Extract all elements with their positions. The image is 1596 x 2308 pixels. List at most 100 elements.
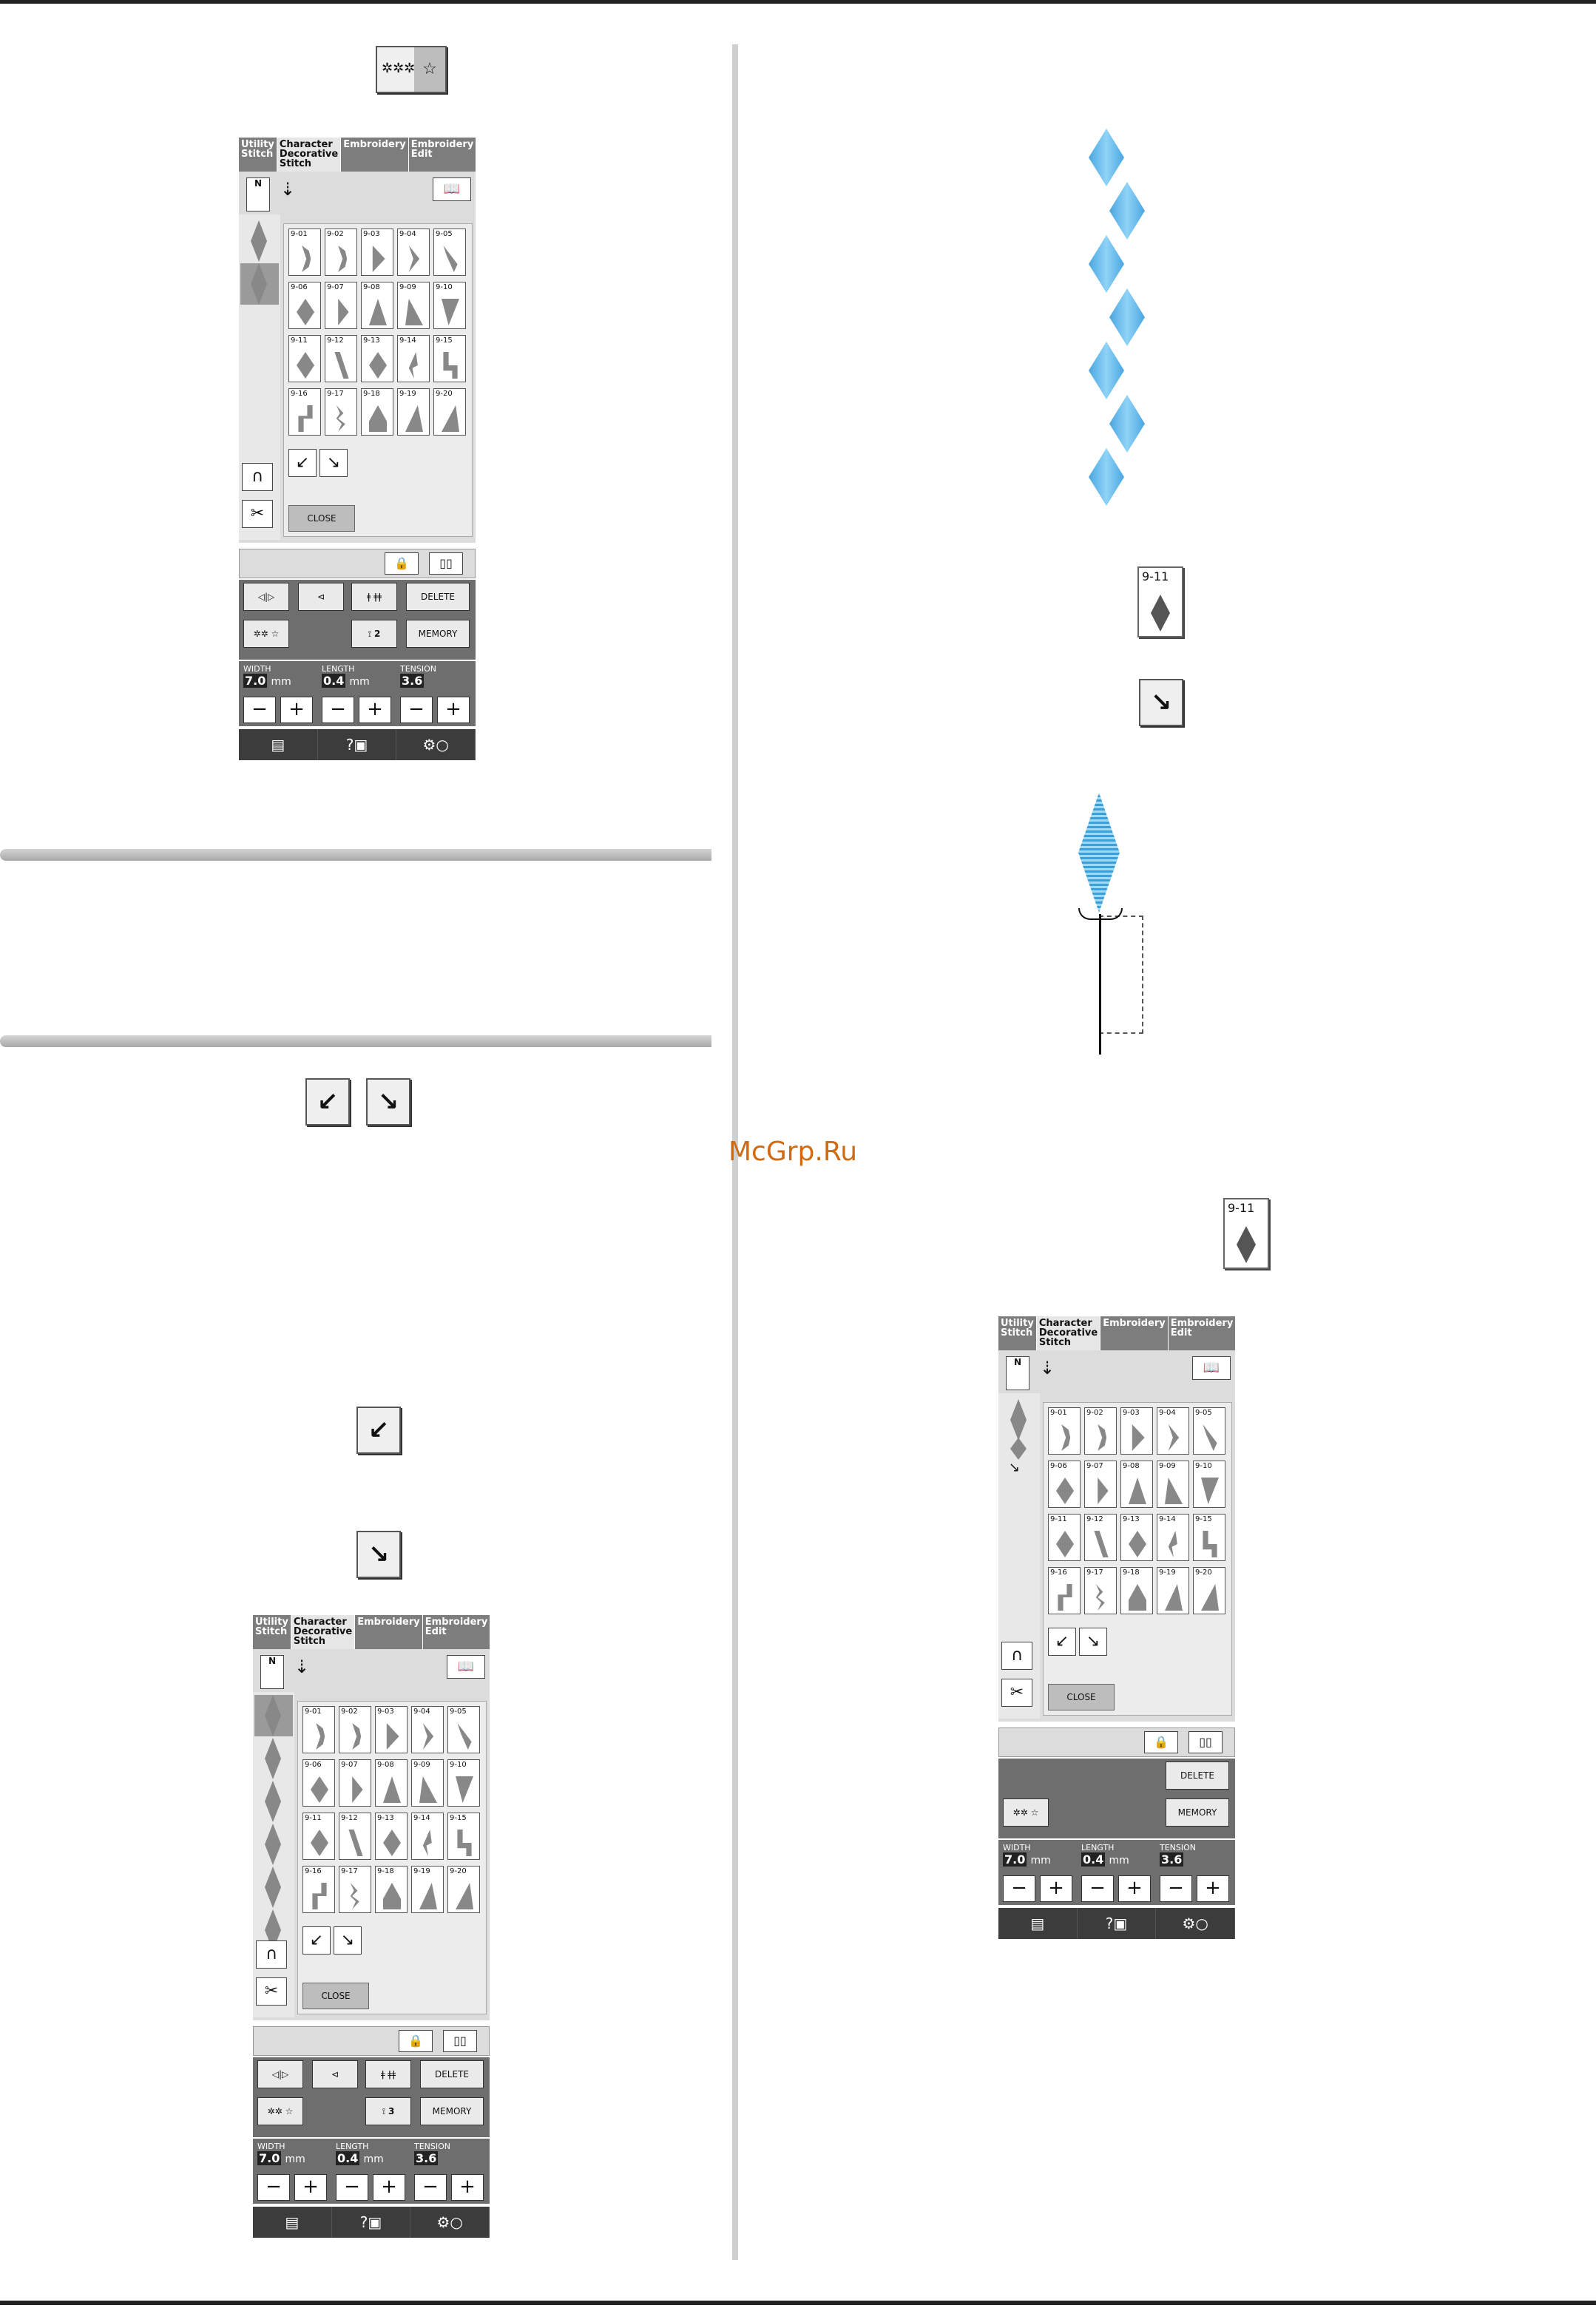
length-minus-button[interactable]: −	[336, 2174, 368, 2201]
stitch-cell-9-09[interactable]: 9-09	[411, 1759, 444, 1807]
close-button[interactable]: CLOSE	[302, 1983, 369, 2009]
stitch-cell-9-09[interactable]: 9-09	[1157, 1461, 1189, 1508]
stitch-cell-9-11[interactable]: 9-11	[1048, 1514, 1081, 1561]
stitch-cell-9-02[interactable]: 9-02	[325, 229, 357, 276]
stitch-cell-9-07[interactable]: 9-07	[1084, 1461, 1117, 1508]
stitch-cell-9-12[interactable]: 9-12	[325, 335, 357, 382]
repeat-button[interactable]: ⟟ 3	[365, 2097, 411, 2125]
manual-button[interactable]: 📖	[447, 1655, 485, 1679]
next-arrow-button[interactable]: ↘	[366, 1078, 410, 1126]
tension-minus-button[interactable]: −	[1160, 1875, 1192, 1902]
lock-button[interactable]: 🔒	[385, 552, 419, 575]
length-plus-button[interactable]: +	[1118, 1875, 1151, 1902]
next-page-button[interactable]: ↘	[319, 449, 348, 477]
thread-cutter-button[interactable]: ✂	[242, 500, 273, 528]
needle-mode-button[interactable]: ǂ ǂǂ	[365, 2060, 411, 2088]
stitch-cell-9-05[interactable]: 9-05	[433, 229, 466, 276]
stitch-cell-9-19[interactable]: 9-19	[411, 1866, 444, 1913]
memory-button[interactable]: MEMORY	[1166, 1798, 1229, 1827]
stitch-cell-9-04[interactable]: 9-04	[411, 1706, 444, 1753]
stitch-cell-9-14[interactable]: 9-14	[1157, 1514, 1189, 1561]
stitch-cell-9-01[interactable]: 9-01	[302, 1706, 335, 1753]
memory-button[interactable]: MEMORY	[420, 2097, 484, 2125]
manual-button[interactable]: 📖	[433, 177, 471, 201]
stitch-cell-9-11[interactable]: 9-11	[302, 1813, 335, 1860]
stitch-cell-9-19[interactable]: 9-19	[1157, 1567, 1189, 1614]
stitch-cell-9-14[interactable]: 9-14	[411, 1813, 444, 1860]
stitch-cell-9-02[interactable]: 9-02	[1084, 1407, 1117, 1455]
stitch-cell-9-05[interactable]: 9-05	[1193, 1407, 1225, 1455]
page-icon[interactable]: ▤	[253, 2207, 332, 2238]
prev-page-button[interactable]: ↙	[302, 1926, 331, 1955]
stitch-cell-9-13[interactable]: 9-13	[361, 335, 393, 382]
reverse-button[interactable]: ∩	[1001, 1642, 1032, 1670]
lock-button[interactable]: 🔒	[399, 2030, 433, 2052]
settings-icon[interactable]: ⚙○	[1156, 1908, 1236, 1939]
book-button[interactable]: ▯▯	[429, 552, 463, 575]
stitch-cell-9-01[interactable]: 9-01	[1048, 1407, 1081, 1455]
pattern-9-11-key[interactable]: 9-11	[1137, 566, 1183, 637]
width-minus-button[interactable]: −	[243, 697, 276, 723]
mirror-vertical-button[interactable]: ⊲	[312, 2060, 358, 2088]
stitch-cell-9-16[interactable]: 9-16	[1048, 1567, 1081, 1614]
width-plus-button[interactable]: +	[280, 697, 313, 723]
mirror-button[interactable]: ◁|▷	[257, 2060, 303, 2088]
width-plus-button[interactable]: +	[1040, 1875, 1072, 1902]
help-icon[interactable]: ?▣	[317, 729, 397, 760]
tension-minus-button[interactable]: −	[400, 697, 433, 723]
width-plus-button[interactable]: +	[294, 2174, 327, 2201]
tab-embroidery-edit[interactable]: Embroidery Edit	[422, 1615, 491, 1649]
next-page-button[interactable]: ↘	[1079, 1628, 1107, 1656]
length-minus-button[interactable]: −	[1081, 1875, 1114, 1902]
twin-pattern-button-small[interactable]: ✲✲ ☆	[243, 620, 289, 648]
stitch-cell-9-06[interactable]: 9-06	[302, 1759, 335, 1807]
stitch-cell-9-03[interactable]: 9-03	[375, 1706, 408, 1753]
stitch-cell-9-03[interactable]: 9-03	[361, 229, 393, 276]
stitch-cell-9-07[interactable]: 9-07	[339, 1759, 371, 1807]
book-button[interactable]: ▯▯	[1188, 1731, 1223, 1753]
pattern-9-11-key[interactable]: 9-11	[1223, 1198, 1269, 1269]
help-icon[interactable]: ?▣	[1077, 1908, 1157, 1939]
stitch-cell-9-15[interactable]: 9-15	[1193, 1514, 1225, 1561]
stitch-cell-9-08[interactable]: 9-08	[361, 282, 393, 329]
close-button[interactable]: CLOSE	[1048, 1684, 1115, 1710]
tab-character-decorative-stitch[interactable]: Character Decorative Stitch	[1036, 1316, 1101, 1350]
tab-embroidery[interactable]: Embroidery	[341, 138, 409, 172]
stitch-cell-9-18[interactable]: 9-18	[1120, 1567, 1153, 1614]
stitch-cell-9-18[interactable]: 9-18	[375, 1866, 408, 1913]
stitch-cell-9-16[interactable]: 9-16	[302, 1866, 335, 1913]
twin-pattern-button-small[interactable]: ✲✲ ☆	[1003, 1798, 1049, 1827]
stitch-cell-9-05[interactable]: 9-05	[447, 1706, 480, 1753]
settings-icon[interactable]: ⚙○	[396, 729, 476, 760]
tab-utility-stitch[interactable]: Utility Stitch	[239, 138, 277, 172]
stitch-cell-9-06[interactable]: 9-06	[1048, 1461, 1081, 1508]
stitch-cell-9-17[interactable]: 9-17	[339, 1866, 371, 1913]
thread-cutter-button[interactable]: ✂	[256, 1977, 287, 2006]
tab-embroidery-edit[interactable]: Embroidery Edit	[408, 138, 477, 172]
memory-button[interactable]: MEMORY	[406, 620, 470, 648]
needle-mode-button[interactable]: ǂ ǂǂ	[351, 583, 397, 611]
mirror-button[interactable]: ◁|▷	[243, 583, 289, 611]
tab-embroidery[interactable]: Embroidery	[355, 1615, 423, 1649]
page-icon[interactable]: ▤	[998, 1908, 1078, 1939]
prev-page-button[interactable]: ↙	[1048, 1628, 1076, 1656]
lock-button[interactable]: 🔒	[1144, 1731, 1178, 1753]
delete-button[interactable]: DELETE	[406, 583, 470, 611]
stitch-cell-9-13[interactable]: 9-13	[1120, 1514, 1153, 1561]
stitch-cell-9-20[interactable]: 9-20	[1193, 1567, 1225, 1614]
stitch-cell-9-18[interactable]: 9-18	[361, 388, 393, 436]
stitch-cell-9-03[interactable]: 9-03	[1120, 1407, 1153, 1455]
reverse-button[interactable]: ∩	[242, 463, 273, 491]
delete-button[interactable]: DELETE	[1166, 1762, 1229, 1790]
stitch-cell-9-19[interactable]: 9-19	[397, 388, 430, 436]
settings-icon[interactable]: ⚙○	[410, 2207, 490, 2238]
close-button[interactable]: CLOSE	[288, 505, 355, 532]
stitch-cell-9-08[interactable]: 9-08	[375, 1759, 408, 1807]
book-button[interactable]: ▯▯	[443, 2030, 477, 2052]
stitch-cell-9-17[interactable]: 9-17	[325, 388, 357, 436]
manual-button[interactable]: 📖	[1192, 1356, 1231, 1380]
stitch-cell-9-06[interactable]: 9-06	[288, 282, 321, 329]
stitch-cell-9-12[interactable]: 9-12	[339, 1813, 371, 1860]
stitch-cell-9-07[interactable]: 9-07	[325, 282, 357, 329]
stitch-cell-9-16[interactable]: 9-16	[288, 388, 321, 436]
